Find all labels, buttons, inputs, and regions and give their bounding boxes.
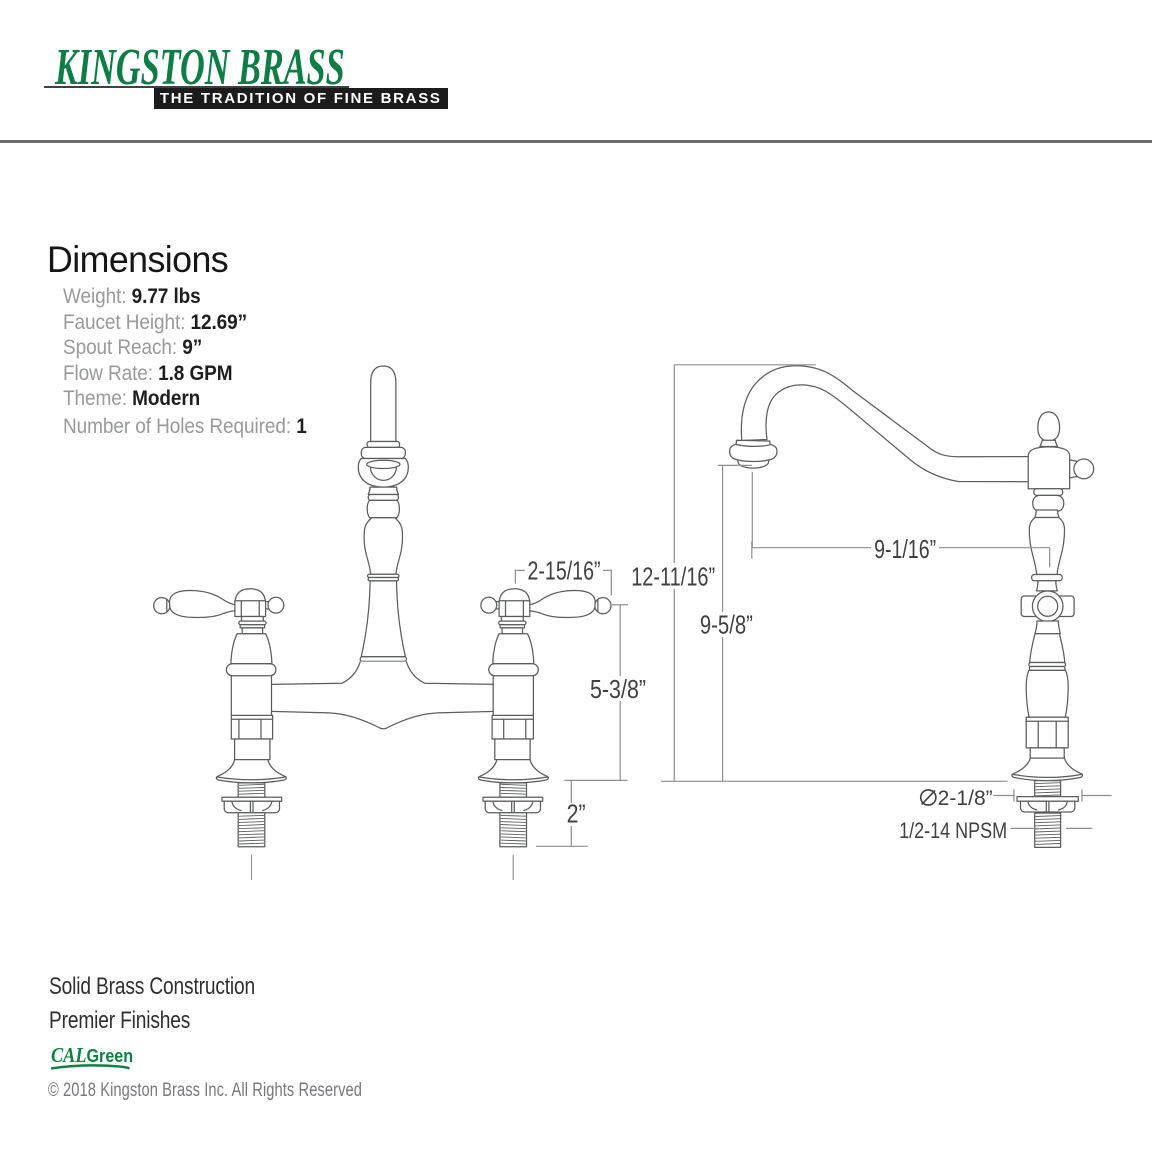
svg-text:12-11/16”: 12-11/16” bbox=[631, 562, 715, 592]
svg-text:2-15/16”: 2-15/16” bbox=[528, 555, 601, 585]
svg-text:2”: 2” bbox=[567, 799, 586, 829]
svg-text:5-3/8”: 5-3/8” bbox=[590, 674, 646, 704]
svg-text:9-5/8”: 9-5/8” bbox=[700, 610, 753, 640]
svg-text:1/2-14 NPSM: 1/2-14 NPSM bbox=[899, 818, 1007, 843]
svg-text:9-1/16”: 9-1/16” bbox=[874, 534, 936, 564]
svg-text:2-1/8”: 2-1/8” bbox=[938, 787, 993, 810]
